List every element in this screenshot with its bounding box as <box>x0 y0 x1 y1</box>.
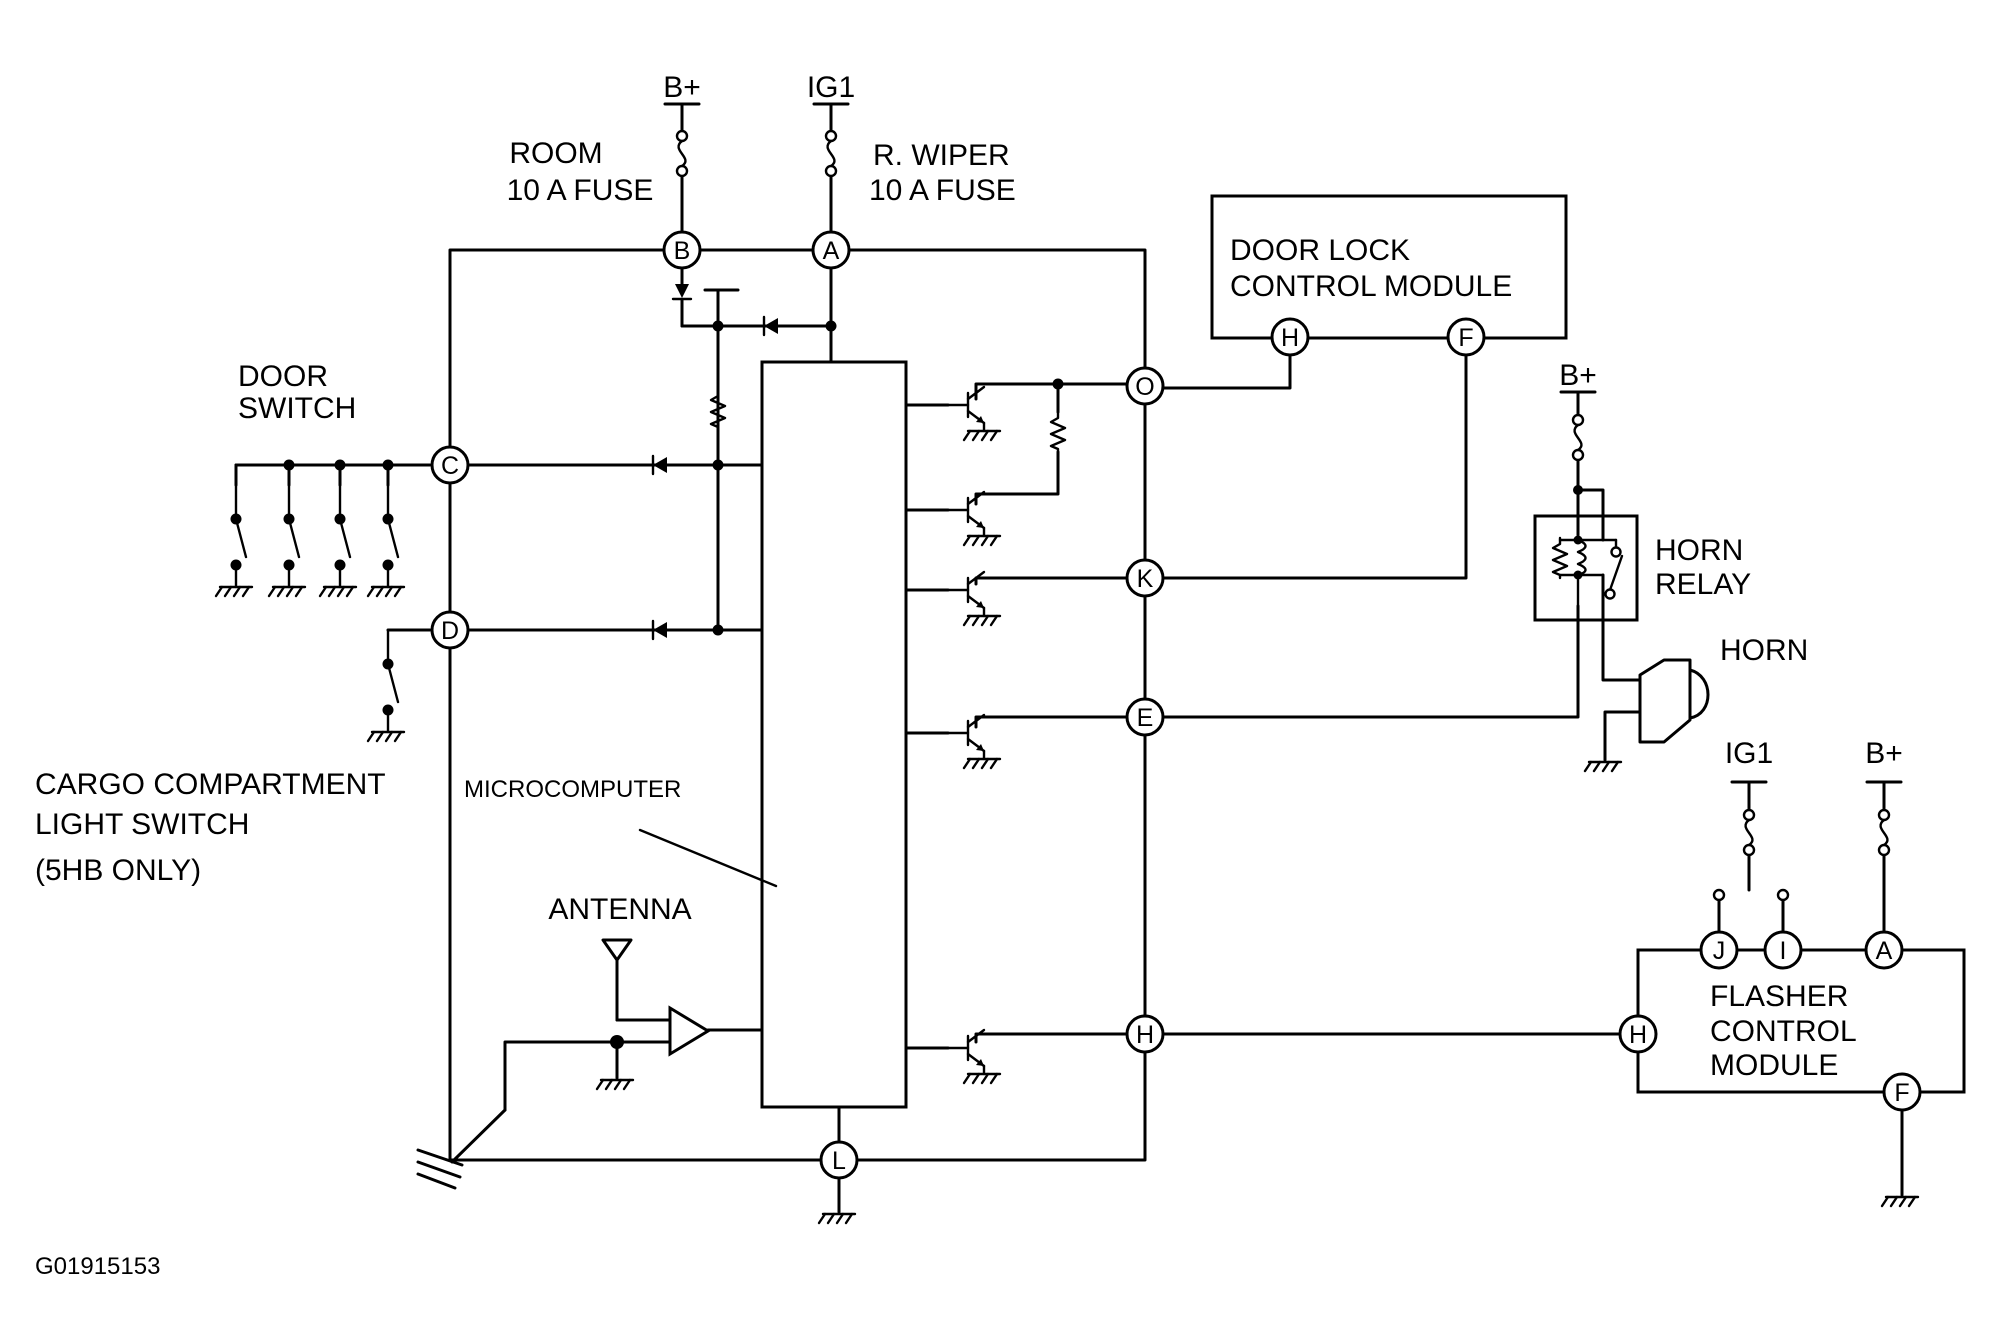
antenna-label: ANTENNA <box>548 893 691 926</box>
power-label: IG1 <box>807 71 855 104</box>
wiper-fuse-label: R. WIPER <box>873 139 1010 172</box>
flasher-input-terminals <box>1712 888 1790 902</box>
door-lock-pins: H F <box>1270 317 1486 357</box>
svg-text:A: A <box>1876 937 1893 965</box>
diode-icon <box>651 619 669 641</box>
horn-relay-label: RELAY <box>1655 568 1751 601</box>
pin-a: A <box>811 230 851 270</box>
cargo-switch-icon <box>368 630 404 741</box>
horn-relay-box <box>1533 514 1639 622</box>
wiper-fuse-label: 10 A FUSE <box>869 174 1016 207</box>
transistor-icon <box>948 492 1000 545</box>
flasher-pins: J I A H F <box>1618 930 1922 1112</box>
flasher-module-label: FLASHER <box>1710 980 1848 1013</box>
door-lock-module-label: CONTROL MODULE <box>1230 270 1512 303</box>
door-lock-pin-f: F <box>1446 317 1486 357</box>
svg-text:K: K <box>1137 565 1154 593</box>
keyless-pins: B A C D O K E H L <box>430 230 1165 1180</box>
svg-text:B: B <box>674 237 691 265</box>
pin-o: O <box>1125 366 1165 406</box>
flasher-pin-a: A <box>1864 930 1904 970</box>
room-fuse-label: ROOM <box>509 137 602 170</box>
transistor-icon <box>948 1030 1000 1083</box>
flasher-pin-j: J <box>1699 930 1739 970</box>
flasher-ig1-fuse-icon <box>1742 808 1756 857</box>
flasher-pin-f: F <box>1882 1072 1922 1112</box>
diagram-id: G01915153 <box>35 1253 160 1280</box>
pin-k: K <box>1125 558 1165 598</box>
base-resistor-icon <box>1049 410 1067 454</box>
svg-text:H: H <box>1281 324 1299 352</box>
svg-text:J: J <box>1713 937 1726 965</box>
svg-text:H: H <box>1136 1021 1154 1049</box>
door-switch-icon <box>216 485 252 596</box>
door-switch-label: DOOR <box>238 360 328 393</box>
pin-b: B <box>662 230 702 270</box>
amplifier-icon <box>668 1005 711 1057</box>
door-lock-pin-h: H <box>1270 317 1310 357</box>
flasher-module-label: CONTROL <box>1710 1015 1857 1048</box>
ground-icon <box>595 1078 635 1091</box>
svg-text:F: F <box>1894 1079 1909 1107</box>
horn-label: HORN <box>1720 634 1808 667</box>
power-label: B+ <box>1559 359 1597 392</box>
cargo-switch-label: (5HB ONLY) <box>35 854 201 887</box>
transistor-icon <box>948 387 1000 440</box>
svg-text:I: I <box>1780 937 1787 965</box>
power-terminals <box>663 102 1903 792</box>
svg-text:F: F <box>1458 324 1473 352</box>
pin-c: C <box>430 445 470 485</box>
transistors <box>948 387 1000 1083</box>
door-switch-icon <box>269 485 305 596</box>
diode-icon <box>651 454 669 476</box>
diodes <box>651 284 780 641</box>
flasher-pin-h: H <box>1618 1014 1658 1054</box>
door-lock-module-label: DOOR LOCK <box>1230 234 1410 267</box>
svg-text:A: A <box>823 237 840 265</box>
svg-text:D: D <box>441 617 459 645</box>
transistor-icon <box>948 715 1000 768</box>
antenna-icon <box>601 938 633 962</box>
horn-relay-label: HORN <box>1655 534 1743 567</box>
ground-icon <box>817 1212 857 1225</box>
door-switch-label: SWITCH <box>238 392 356 425</box>
pin-h: H <box>1125 1014 1165 1054</box>
transistor-icon <box>948 572 1000 625</box>
horn-icon <box>1638 658 1710 744</box>
door-switch-icon <box>368 485 404 596</box>
microcomputer-block <box>760 360 908 1109</box>
pin-l: L <box>819 1140 859 1180</box>
flasher-bplus-fuse-icon <box>1877 808 1891 857</box>
junction-dots <box>283 320 1583 1049</box>
horn-fuse-icon <box>1571 413 1585 462</box>
microcomputer-label: MICROCOMPUTER <box>464 776 681 803</box>
ground-icon <box>1583 760 1623 773</box>
svg-text:H: H <box>1629 1021 1647 1049</box>
power-label: B+ <box>1865 737 1903 770</box>
room-fuse-icon <box>675 129 689 178</box>
svg-text:L: L <box>832 1147 846 1175</box>
labels: B+ IG1 B+ IG1 B+ ROOM 10 A FUSE R. WIPER… <box>35 71 1903 1280</box>
cargo-switch-label: LIGHT SWITCH <box>35 808 249 841</box>
flasher-module-label: MODULE <box>1710 1049 1838 1082</box>
pin-e: E <box>1125 697 1165 737</box>
svg-text:C: C <box>441 452 459 480</box>
room-fuse-label: 10 A FUSE <box>507 174 654 207</box>
wiper-fuse-icon <box>824 129 838 178</box>
svg-text:E: E <box>1137 704 1154 732</box>
door-switches <box>216 463 404 741</box>
door-lock-module-box <box>1210 194 1568 340</box>
diode-icon <box>762 315 780 337</box>
power-label: IG1 <box>1725 737 1773 770</box>
ground-icon <box>1880 1195 1920 1208</box>
cargo-switch-label: CARGO COMPARTMENT <box>35 768 386 801</box>
door-switch-icon <box>320 485 356 596</box>
pin-d: D <box>430 610 470 650</box>
flasher-pin-i: I <box>1763 930 1803 970</box>
power-label: B+ <box>663 71 701 104</box>
svg-text:O: O <box>1135 373 1154 401</box>
